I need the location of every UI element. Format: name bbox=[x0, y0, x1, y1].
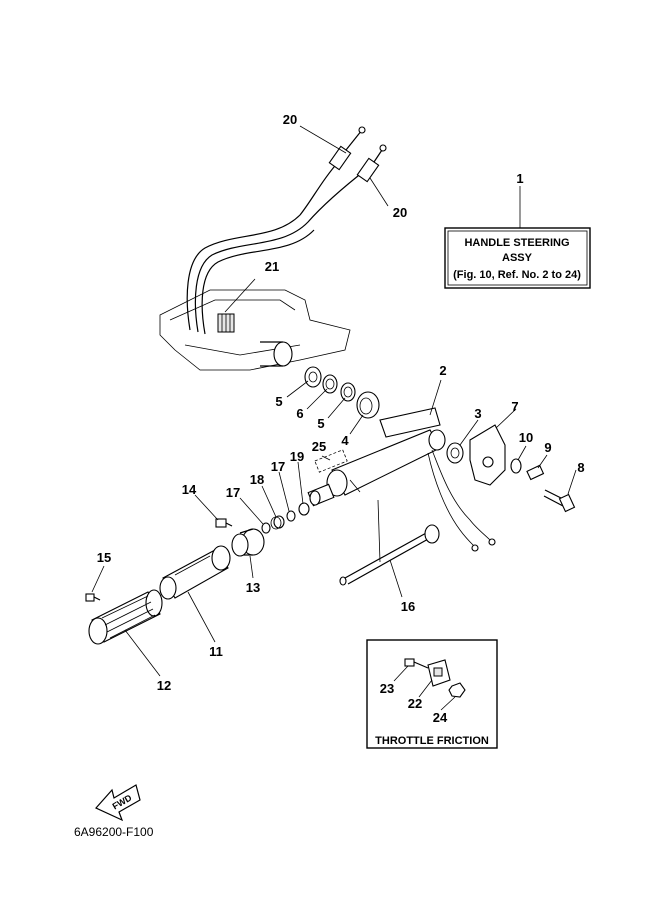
assembly-reference-box: HANDLE STEERING ASSY (Fig. 10, Ref. No. … bbox=[444, 227, 591, 289]
screw-14 bbox=[215, 518, 233, 528]
cable-end-upper bbox=[328, 126, 366, 171]
throttle-shaft bbox=[339, 524, 440, 586]
spring-18 bbox=[270, 515, 285, 530]
collar-3 bbox=[446, 442, 464, 464]
throttle-grip-inner bbox=[159, 545, 231, 600]
callout-4: 4 bbox=[341, 433, 349, 448]
callout-5-lower: 5 bbox=[317, 416, 324, 431]
callout-19: 19 bbox=[290, 449, 304, 464]
throttle-friction-inset: 23 22 24 THROTTLE FRICTION bbox=[366, 639, 498, 749]
callout-8: 8 bbox=[577, 460, 584, 475]
cable-end-lower bbox=[356, 144, 387, 183]
callout-16: 16 bbox=[401, 599, 415, 614]
bolt-8 bbox=[543, 489, 576, 513]
washer-17-lower bbox=[261, 522, 271, 534]
callout-21: 21 bbox=[265, 259, 279, 274]
callout-numbers: 20 20 1 21 5 6 5 4 2 3 7 10 9 8 25 19 17… bbox=[97, 112, 585, 693]
assembly-box-line3: (Fig. 10, Ref. No. 2 to 24) bbox=[453, 269, 581, 281]
callout-5-upper: 5 bbox=[275, 394, 282, 409]
callout-25: 25 bbox=[312, 439, 326, 454]
lead-wires bbox=[427, 449, 496, 552]
decal-25 bbox=[314, 449, 348, 473]
screw-15 bbox=[85, 593, 101, 602]
friction-piece-22 bbox=[427, 659, 451, 687]
callout-3: 3 bbox=[474, 406, 481, 421]
mounting-bracket-outline bbox=[159, 289, 351, 371]
washer-17-upper bbox=[286, 510, 296, 522]
callout-13: 13 bbox=[246, 580, 260, 595]
callout-11: 11 bbox=[209, 644, 223, 659]
bolt-9 bbox=[526, 464, 545, 481]
forward-direction-arrow: FWD bbox=[95, 784, 141, 822]
diagram-code: 6A96200-F100 bbox=[74, 825, 154, 839]
leader-lines bbox=[91, 125, 577, 677]
callout-18: 18 bbox=[250, 472, 264, 487]
callout-9: 9 bbox=[544, 440, 551, 455]
bracket-7 bbox=[469, 424, 506, 486]
grip-collar-13 bbox=[231, 528, 265, 557]
bushing-5-upper bbox=[304, 366, 322, 388]
collar-4 bbox=[356, 391, 380, 419]
washer-10 bbox=[510, 458, 522, 474]
callout-17-upper: 17 bbox=[271, 459, 285, 474]
cable-connector bbox=[217, 313, 235, 333]
callout-12: 12 bbox=[157, 678, 171, 693]
steering-handle-bracket bbox=[307, 407, 446, 507]
assembly-box-line2: ASSY bbox=[502, 252, 533, 264]
handle-grip bbox=[88, 589, 163, 645]
nut-24 bbox=[448, 682, 466, 698]
callout-24: 24 bbox=[433, 710, 448, 725]
assembly-box-line1: HANDLE STEERING bbox=[464, 237, 569, 249]
throttle-cables bbox=[186, 126, 387, 335]
callout-6: 6 bbox=[296, 406, 303, 421]
callout-23: 23 bbox=[380, 681, 394, 696]
callout-7: 7 bbox=[511, 399, 518, 414]
callout-2: 2 bbox=[439, 363, 446, 378]
bushing-6 bbox=[322, 374, 338, 394]
callout-14: 14 bbox=[182, 482, 197, 497]
screw-23 bbox=[404, 658, 429, 669]
nut-19 bbox=[298, 502, 310, 516]
throttle-friction-title: THROTTLE FRICTION bbox=[375, 735, 489, 747]
callout-10: 10 bbox=[519, 430, 533, 445]
callout-15: 15 bbox=[97, 550, 111, 565]
callout-17-lower: 17 bbox=[226, 485, 240, 500]
callout-20-upper: 20 bbox=[283, 112, 297, 127]
callout-20-lower: 20 bbox=[393, 205, 407, 220]
bracket-boss bbox=[260, 341, 293, 367]
bushing-5-lower bbox=[340, 382, 356, 402]
callout-22: 22 bbox=[408, 696, 422, 711]
callout-1: 1 bbox=[516, 171, 523, 186]
